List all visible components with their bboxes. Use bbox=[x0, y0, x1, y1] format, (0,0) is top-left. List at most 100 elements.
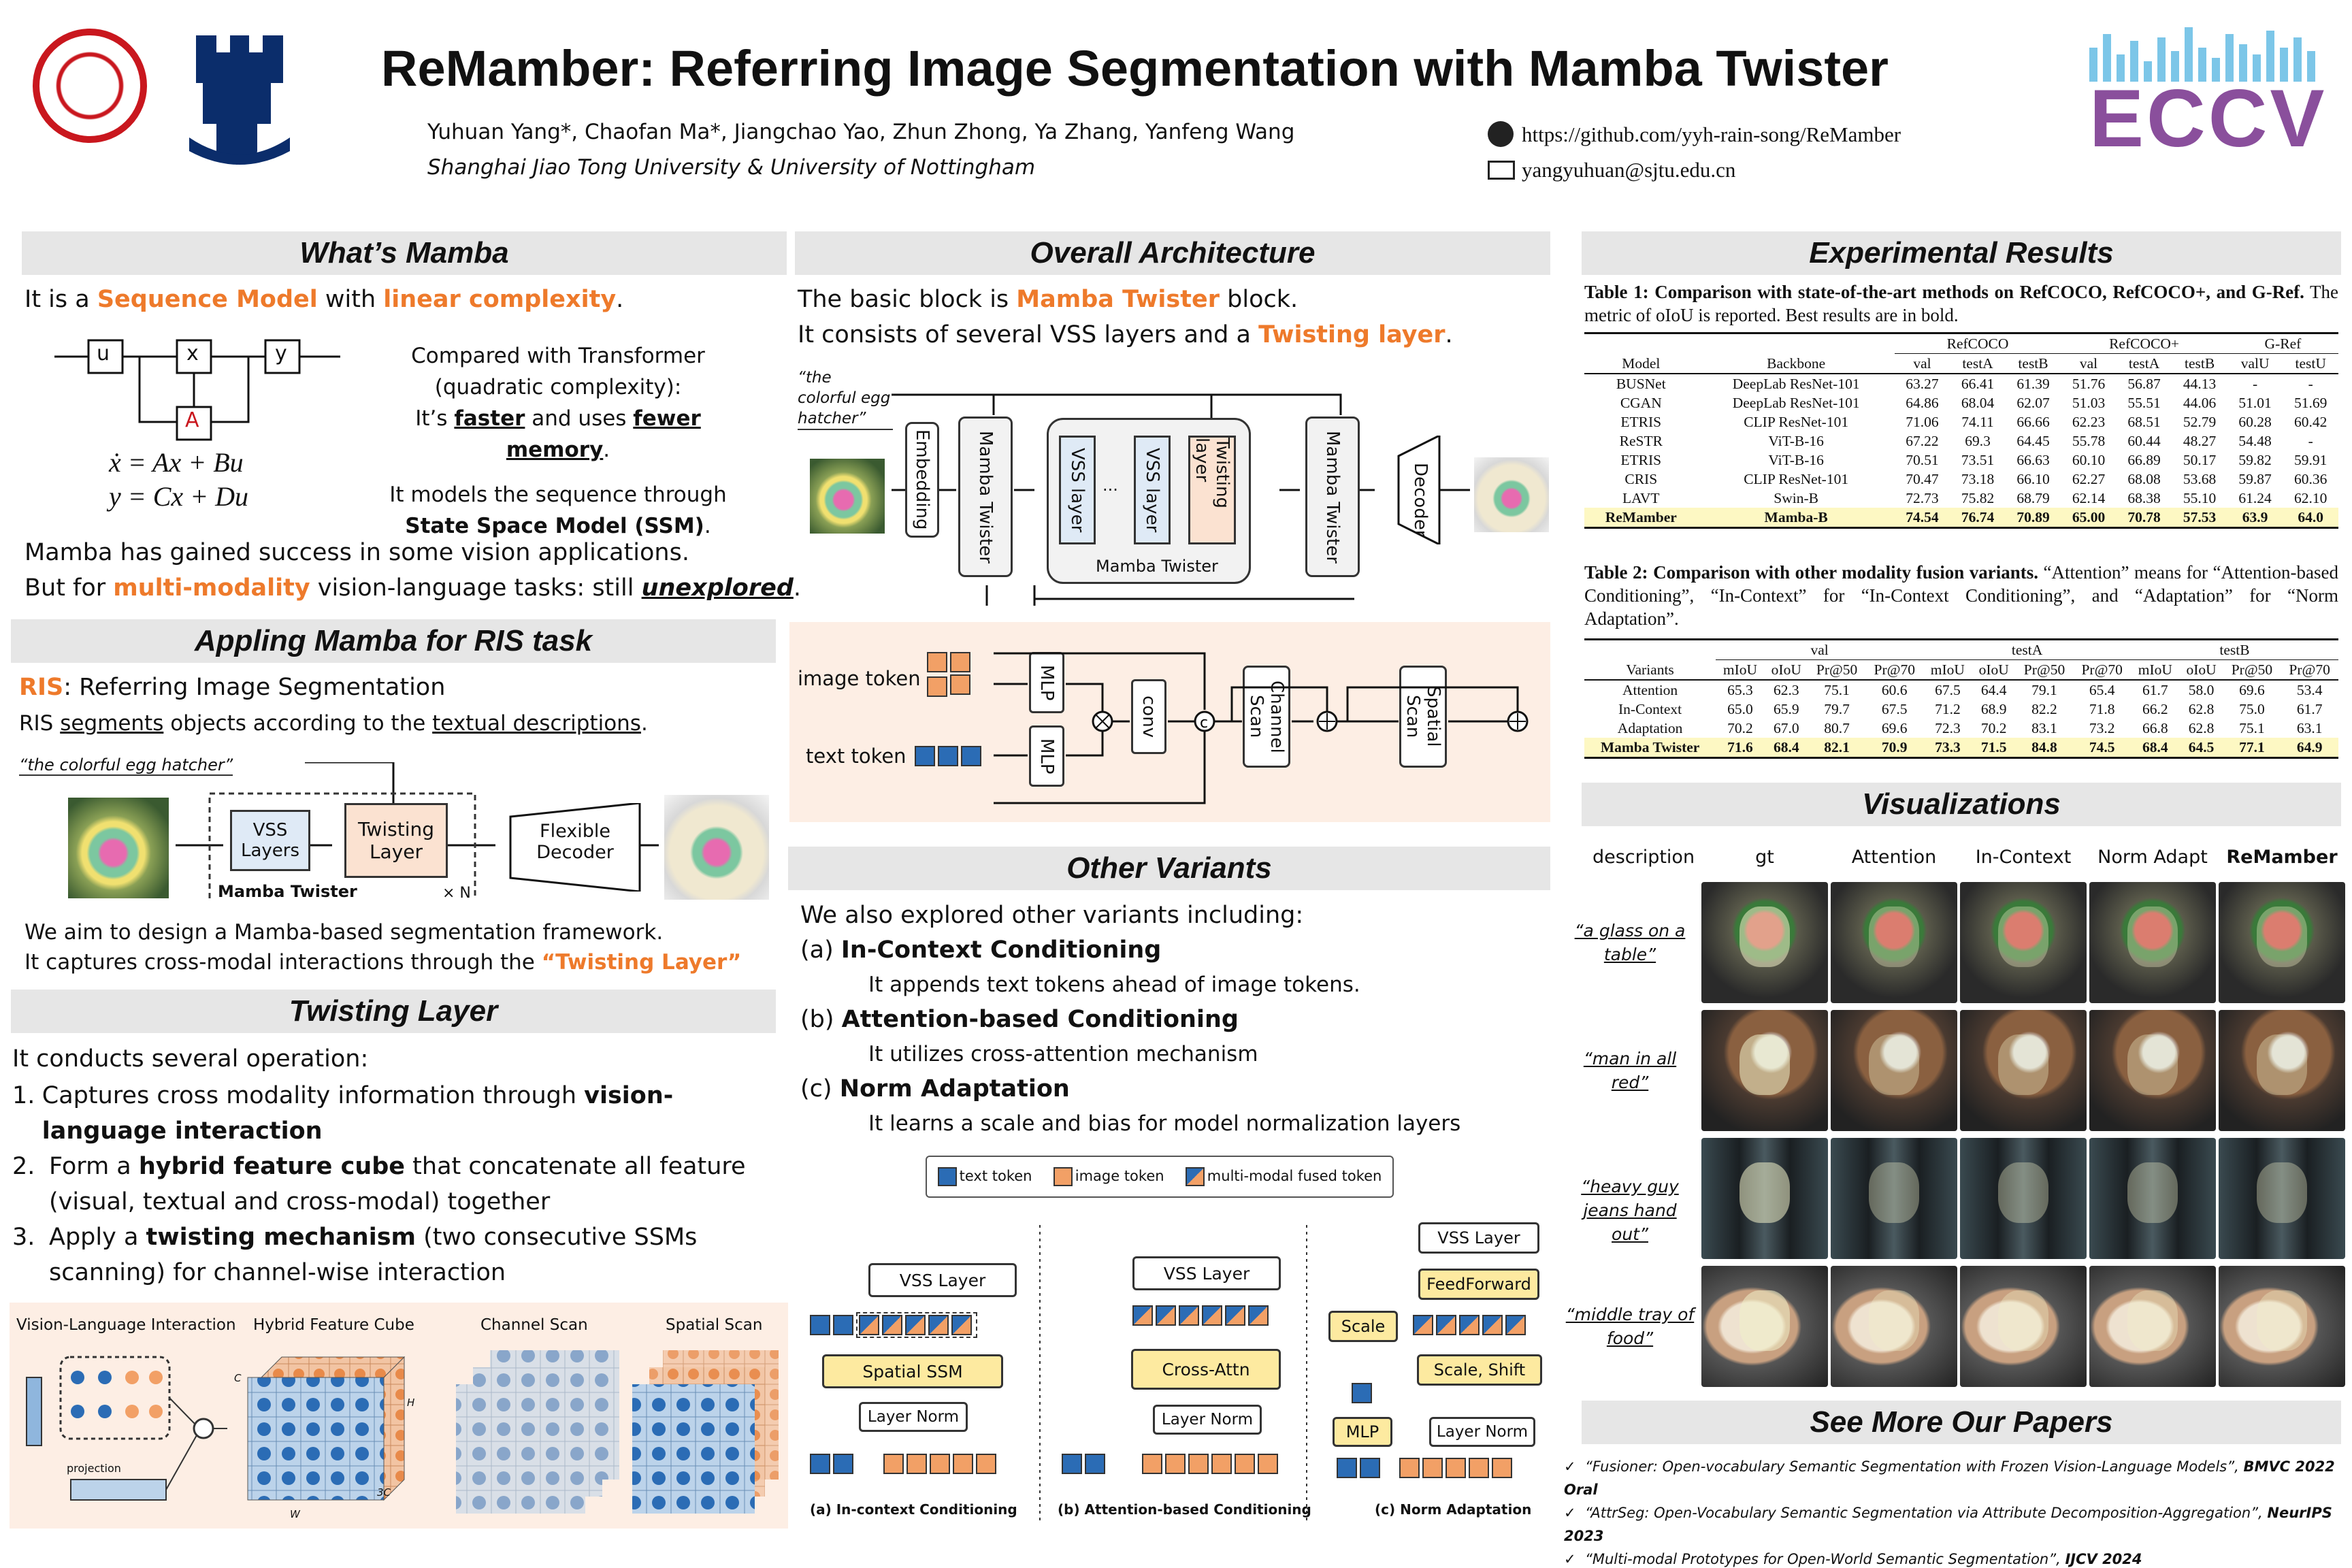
tokens-a bbox=[810, 1312, 977, 1338]
feedforward-c: FeedForward bbox=[1418, 1269, 1539, 1300]
nottingham-logo bbox=[189, 35, 290, 166]
t2-cell: 71.8 bbox=[2089, 701, 2115, 717]
twisting-figure: Vision-Language Interaction Hybrid Featu… bbox=[10, 1303, 788, 1529]
t2-cell: 70.2 bbox=[1980, 720, 2007, 736]
tokens-a-in bbox=[810, 1454, 999, 1474]
cube-c-label: C bbox=[234, 1372, 242, 1384]
t1-cell: 62.23 bbox=[2072, 414, 2106, 430]
t1-best-cell: 74.54 bbox=[1894, 508, 1950, 527]
t1-cell: - bbox=[2308, 433, 2313, 449]
embedding-block: Embedding bbox=[905, 422, 939, 538]
t1-header-cell: Model bbox=[1622, 355, 1661, 372]
t1-cell: ETRIS bbox=[1620, 452, 1662, 468]
t2-header-cell: oIoU bbox=[1771, 662, 1801, 678]
mail-icon bbox=[1488, 161, 1515, 180]
t2-best-cell: Mamba Twister bbox=[1584, 738, 1716, 757]
t2-header-cell: Variants bbox=[1626, 661, 1674, 678]
t2-cell: 64.4 bbox=[1980, 682, 2007, 698]
vis-col-header: ReMamber bbox=[2226, 847, 2338, 868]
t1-cell: 62.14 bbox=[2072, 490, 2106, 506]
vis-row-description: “a glass on a table” bbox=[1574, 921, 1686, 964]
t1-cell: 70.51 bbox=[1906, 452, 1939, 468]
github-icon bbox=[1488, 121, 1514, 147]
vis-result-image bbox=[1701, 1010, 1828, 1131]
ris-def: RIS: Referring Image Segmentation bbox=[19, 674, 446, 701]
section-other-variants: Other Variants bbox=[788, 847, 1550, 890]
t2-cell: 53.4 bbox=[2296, 682, 2323, 698]
layer-norm-c: Layer Norm bbox=[1429, 1417, 1535, 1447]
t1-cell: 62.27 bbox=[2072, 471, 2106, 487]
t1-cell: 64.45 bbox=[2016, 433, 2050, 449]
caption-b: (b) Attention-based Conditioning bbox=[1058, 1501, 1311, 1518]
t1-best-cell: 70.78 bbox=[2116, 508, 2172, 527]
caption-a: (a) In-context Conditioning bbox=[810, 1501, 1017, 1518]
vss-layer-c: VSS Layer bbox=[1418, 1222, 1539, 1254]
vss-dots: ··· bbox=[1102, 480, 1118, 500]
t1-cell: 51.01 bbox=[2238, 395, 2272, 411]
t1-cell: 51.69 bbox=[2293, 395, 2328, 411]
email-link[interactable]: yangyuhuan@sjtu.edu.cn bbox=[1522, 158, 1736, 182]
t2-grp-testb: testB bbox=[2131, 640, 2338, 660]
vis-result-image bbox=[1960, 1138, 2087, 1259]
paper-1[interactable]: ✓ “Fusioner: Open-vocabulary Semantic Se… bbox=[1564, 1458, 2335, 1498]
t2-cell: 66.2 bbox=[2142, 701, 2168, 717]
eccv-wordmark: ECCV bbox=[2089, 73, 2328, 164]
twisting-detail-lines: c bbox=[994, 652, 1529, 804]
layer-norm-a: Layer Norm bbox=[859, 1402, 968, 1432]
t2-best-cell: 74.5 bbox=[2073, 738, 2131, 757]
vss-layer-2: VSS layer bbox=[1134, 436, 1171, 544]
image-tokens bbox=[927, 652, 992, 697]
t1-cell: Swin-B bbox=[1774, 490, 1818, 506]
t2-best-cell: 71.6 bbox=[1716, 738, 1765, 757]
paper-2[interactable]: ✓ “AttrSeg: Open-Vocabulary Semantic Seg… bbox=[1564, 1505, 2332, 1544]
t1-cell: - bbox=[2253, 376, 2258, 392]
eccv-logo: ECCV bbox=[2089, 27, 2328, 164]
t2-cell: 67.5 bbox=[1935, 682, 1961, 698]
vis-result-image bbox=[1960, 1010, 2087, 1131]
papers-list: ✓ “Fusioner: Open-vocabulary Semantic Se… bbox=[1564, 1455, 2352, 1568]
vis-result-image bbox=[2089, 1138, 2216, 1259]
t1-cell: 64.86 bbox=[1906, 395, 1939, 411]
t2-cell: 61.7 bbox=[2296, 701, 2323, 717]
t2-cell: 68.9 bbox=[1980, 701, 2007, 717]
mask-overlay bbox=[1739, 1290, 1791, 1351]
mask-overlay bbox=[1997, 1162, 2049, 1223]
cube-h-label: H bbox=[407, 1396, 415, 1409]
t1-cell: 61.39 bbox=[2016, 376, 2050, 392]
ris-desc: RIS segments objects according to the te… bbox=[19, 711, 648, 736]
paper-3[interactable]: ✓ “Multi-modal Prototypes for Open-World… bbox=[1564, 1551, 2142, 1567]
t2-cell: 71.2 bbox=[1935, 701, 1961, 717]
t2-cell: Attention bbox=[1622, 682, 1678, 698]
t2-cell: 58.0 bbox=[2188, 682, 2215, 698]
t1-cell: 53.68 bbox=[2183, 471, 2217, 487]
section-ris: Appling Mamba for RIS task bbox=[11, 619, 776, 663]
vis-result-image bbox=[2219, 1010, 2345, 1131]
hybrid-cube-graphic bbox=[247, 1356, 406, 1501]
twisting-layer-block: Twisting layer bbox=[1188, 436, 1236, 544]
t2-header-cell: oIoU bbox=[1978, 662, 2009, 678]
tokens-c-in bbox=[1337, 1458, 1515, 1478]
mamba-intro: It is a Sequence Model with linear compl… bbox=[24, 286, 624, 313]
variants-legend: text token image token multi-modal fused… bbox=[926, 1156, 1394, 1198]
t1-best-cell: Mamba-B bbox=[1697, 508, 1895, 527]
t2-header-cell: Pr@50 bbox=[2231, 662, 2273, 678]
t2-cell: 66.8 bbox=[2142, 720, 2168, 736]
t2-cell: 75.0 bbox=[2239, 701, 2265, 717]
projection-label: projection bbox=[67, 1462, 121, 1475]
github-link[interactable]: https://github.com/yyh-rain-song/ReMambe… bbox=[1522, 122, 1901, 146]
layer-norm-b: Layer Norm bbox=[1153, 1405, 1262, 1435]
t2-cell: 65.3 bbox=[1727, 682, 1753, 698]
t1-cell: LAVT bbox=[1622, 490, 1660, 506]
t1-cell: 70.47 bbox=[1906, 471, 1939, 487]
vis-result-image bbox=[1831, 882, 1957, 1003]
vis-col-header: Norm Adapt bbox=[2097, 847, 2208, 868]
t2-best-cell: 82.1 bbox=[1808, 738, 1866, 757]
t1-best-cell: 63.9 bbox=[2227, 508, 2283, 527]
t2-cell: 65.9 bbox=[1773, 701, 1799, 717]
t1-cell: 68.51 bbox=[2127, 414, 2161, 430]
